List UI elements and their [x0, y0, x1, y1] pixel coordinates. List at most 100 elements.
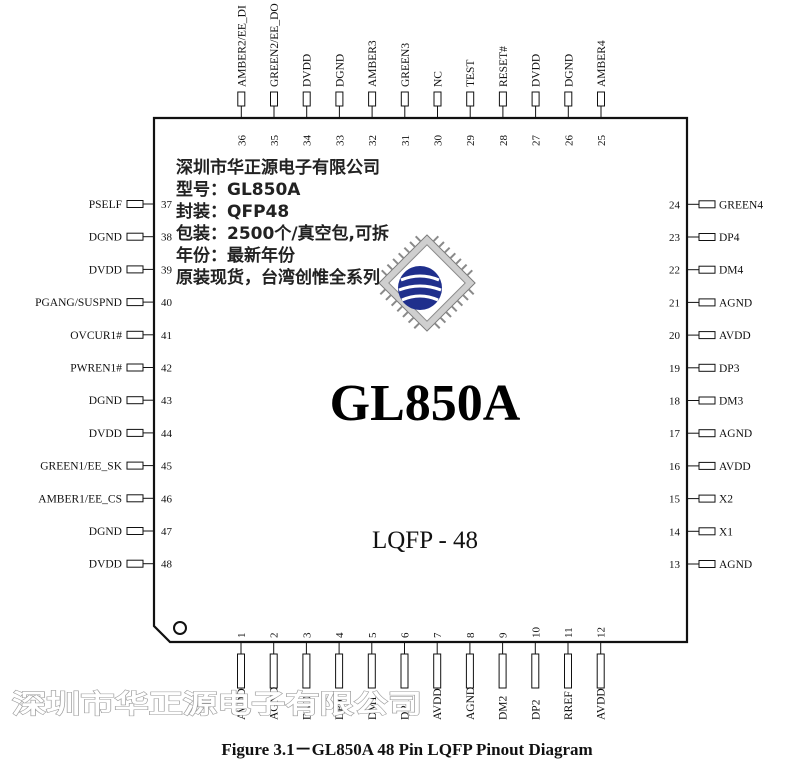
pin-label: DM2 — [498, 695, 510, 720]
chip-package: LQFP - 48 — [372, 527, 478, 554]
pin-lead — [270, 91, 278, 107]
pin-label: DGND — [89, 526, 122, 538]
pin-number: 17 — [669, 428, 681, 440]
pin-lead — [302, 653, 311, 689]
pin-label: DVDD — [531, 54, 543, 87]
pin-lead — [564, 91, 573, 107]
pin-label: DVDD — [89, 264, 122, 276]
pin-label: DVDD — [89, 428, 122, 440]
pin-label: GREEN1/EE_SK — [40, 461, 122, 473]
chip-body — [152, 116, 689, 644]
pin-lead — [698, 298, 716, 307]
pin-lead — [335, 91, 344, 107]
pin-label: DP0 — [334, 699, 346, 720]
pin-lead — [698, 461, 716, 470]
pin-lead — [126, 461, 144, 470]
pin-label: AVDD — [719, 330, 751, 342]
product-info: 深圳市华正源电子有限公司 型号：GL850A 封装：QFP48 包装：2500个… — [176, 157, 389, 288]
pin-lead — [698, 363, 716, 372]
pin-label: DM3 — [719, 396, 744, 408]
pin-number: 13 — [669, 559, 681, 571]
pin-lead — [335, 653, 344, 689]
pin-number: 25 — [596, 135, 608, 147]
pin-label: DGND — [89, 395, 122, 407]
pin-label: RREF — [563, 691, 575, 720]
pin-number: 44 — [161, 428, 173, 440]
pin-number: 16 — [669, 461, 681, 473]
pin-label: DP1 — [400, 699, 412, 720]
pin-lead — [433, 91, 442, 107]
pin-label: DGND — [89, 232, 122, 244]
pin-number: 35 — [269, 135, 281, 147]
pin-lead — [531, 91, 540, 107]
pin-lead — [237, 91, 246, 107]
pin-number: 28 — [498, 135, 510, 147]
pin-lead — [367, 653, 376, 689]
pin-label: AGND — [719, 559, 752, 571]
pin-number: 42 — [161, 363, 172, 375]
pin-label: AVDD — [236, 688, 248, 720]
pin-number: 43 — [161, 395, 173, 407]
pin-label: AMBER2/EE_DI — [236, 5, 248, 87]
pin-lead — [126, 428, 144, 437]
pin-number: 19 — [669, 363, 681, 375]
info-company: 深圳市华正源电子有限公司 — [176, 157, 380, 178]
pin-label: AMBER4 — [596, 40, 608, 87]
pin-number: 11 — [563, 627, 575, 638]
pin-number: 24 — [669, 199, 681, 211]
pin-label: X1 — [719, 526, 733, 538]
pin-lead — [400, 653, 409, 689]
pin-20: 20 AVDD — [669, 330, 751, 342]
pin-number: 23 — [669, 232, 681, 244]
pins-left: 37PSELF38DGND39DVDD40PGANG/SUSPND41OVCUR… — [35, 199, 172, 571]
pin-label: AGND — [269, 687, 281, 720]
pin-43: 43 DGND — [89, 395, 173, 407]
figure-caption: Figure 3.1－GL850A 48 Pin LQFP Pinout Dia… — [221, 740, 592, 759]
pin-label: DP2 — [530, 699, 542, 720]
info-year: 年份：最新年份 — [176, 245, 296, 266]
pin-label: DVDD — [89, 559, 122, 571]
pin-number: 1 — [236, 633, 248, 639]
pin-number: 46 — [161, 493, 173, 505]
pin-number: 22 — [669, 265, 680, 277]
pin-label: OVCUR1# — [70, 330, 122, 342]
pin-lead — [596, 653, 605, 689]
pin-lead — [597, 91, 605, 107]
pin-number: 39 — [161, 264, 173, 276]
pins-bottom: 1AVDD2AGND3DM04DP05DM16DP17AVDD8AGND9DM2… — [236, 627, 608, 721]
pin-lead — [698, 233, 716, 241]
pin-label: AMBER3 — [367, 40, 379, 87]
pin-number: 20 — [669, 330, 681, 342]
pin-lead — [302, 91, 311, 107]
pin-lead — [498, 91, 507, 107]
pin-39: 39 DVDD — [89, 264, 173, 276]
pin-number: 47 — [161, 526, 173, 538]
pin-number: 37 — [161, 199, 173, 211]
pin-label: RESET# — [498, 46, 510, 87]
pin-47: 47 DGND — [89, 526, 173, 538]
pin-label: DGND — [334, 54, 346, 87]
pin-lead — [433, 653, 442, 689]
